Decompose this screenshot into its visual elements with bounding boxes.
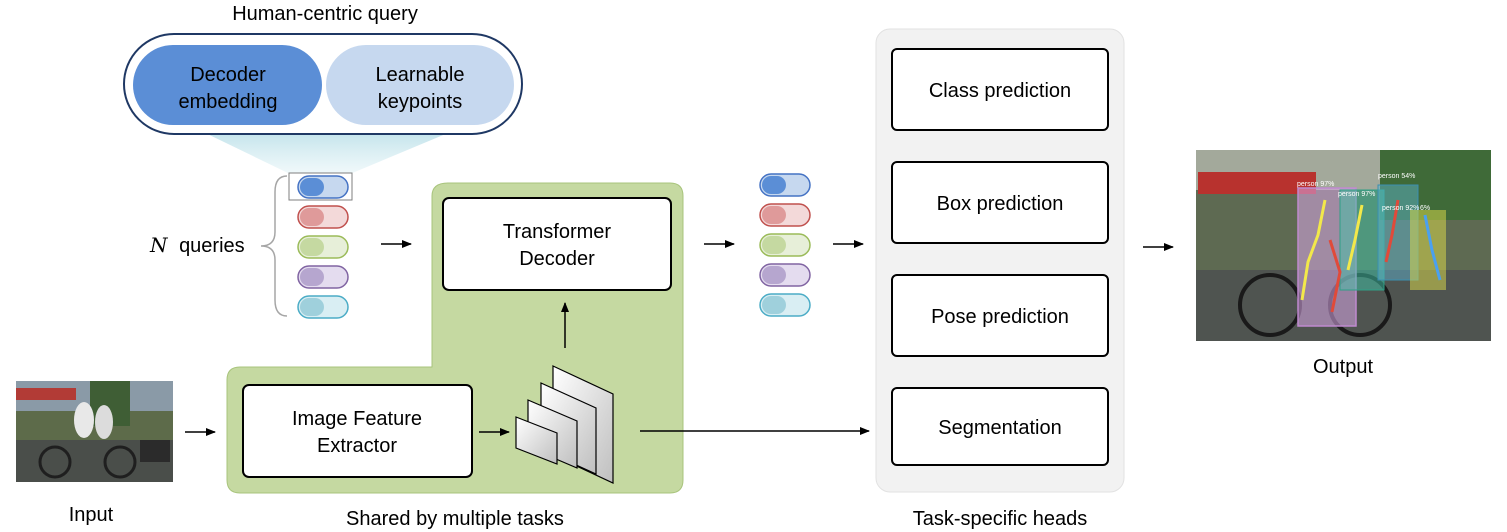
decoder-embedding-label-line1: Decoder (190, 64, 266, 86)
input-caption: Input (69, 504, 114, 526)
learnable-keypoints-label-line1: Learnable (376, 64, 465, 86)
transformer-decoder-label-line2: Decoder (519, 248, 595, 270)
output-caption: Output (1313, 356, 1373, 378)
input-query-token (297, 295, 349, 319)
detection-label-4: person 92% (1382, 205, 1419, 212)
image-feature-extractor-box: Image Feature Extractor (242, 384, 473, 478)
input-query-token (297, 205, 349, 229)
output-query-token (759, 203, 811, 227)
output-query-token (759, 233, 811, 257)
query-zoom-beam (195, 128, 460, 174)
head-box-prediction: Box prediction (891, 161, 1109, 244)
image-feature-extractor-label-line1: Image Feature (292, 408, 422, 430)
image-feature-extractor-label-line2: Extractor (317, 435, 397, 457)
n-queries-text: queries (179, 235, 245, 257)
detection-label-3: person 54% (1378, 173, 1415, 180)
head-segmentation: Segmentation (891, 387, 1109, 466)
head-segmentation-label: Segmentation (938, 417, 1061, 439)
n-queries-label: N queries (149, 233, 245, 257)
input-query-token (297, 265, 349, 289)
n-queries-var: N (149, 233, 169, 257)
input-query-token (297, 175, 349, 199)
head-class-prediction: Class prediction (891, 48, 1109, 131)
output-query-token (759, 263, 811, 287)
detection-label-1: person 97% (1297, 181, 1334, 188)
detection-label-5: 6% (1420, 205, 1430, 212)
head-pose-prediction-label: Pose prediction (931, 306, 1069, 328)
input-image (16, 381, 173, 482)
head-pose-prediction: Pose prediction (891, 274, 1109, 357)
transformer-decoder-box: Transformer Decoder (442, 197, 672, 291)
heads-panel (875, 28, 1125, 493)
flow-arrows (185, 240, 1174, 436)
head-box-prediction-label: Box prediction (937, 193, 1064, 215)
decoder-embedding-label-line2: embedding (179, 91, 278, 113)
heads-caption: Task-specific heads (913, 508, 1088, 530)
input-query-token (297, 235, 349, 259)
human-centric-query-capsule: Decoder embedding Learnable keypoints (123, 33, 523, 135)
n-queries-brace (260, 175, 288, 317)
output-query-token (759, 293, 811, 317)
shared-caption: Shared by multiple tasks (346, 508, 564, 530)
input-query-stack (288, 172, 353, 319)
output-query-stack (759, 173, 811, 317)
detection-label-2: person 97% (1338, 191, 1375, 198)
head-class-prediction-label: Class prediction (929, 80, 1071, 102)
transformer-decoder-label-line1: Transformer (503, 221, 612, 243)
output-query-token (759, 173, 811, 197)
query-group-title: Human-centric query (232, 3, 418, 25)
feature-pyramid-icon (515, 365, 614, 484)
output-image: person 97% person 97% person 54% person … (1196, 150, 1491, 341)
learnable-keypoints-label-line2: keypoints (378, 91, 463, 113)
